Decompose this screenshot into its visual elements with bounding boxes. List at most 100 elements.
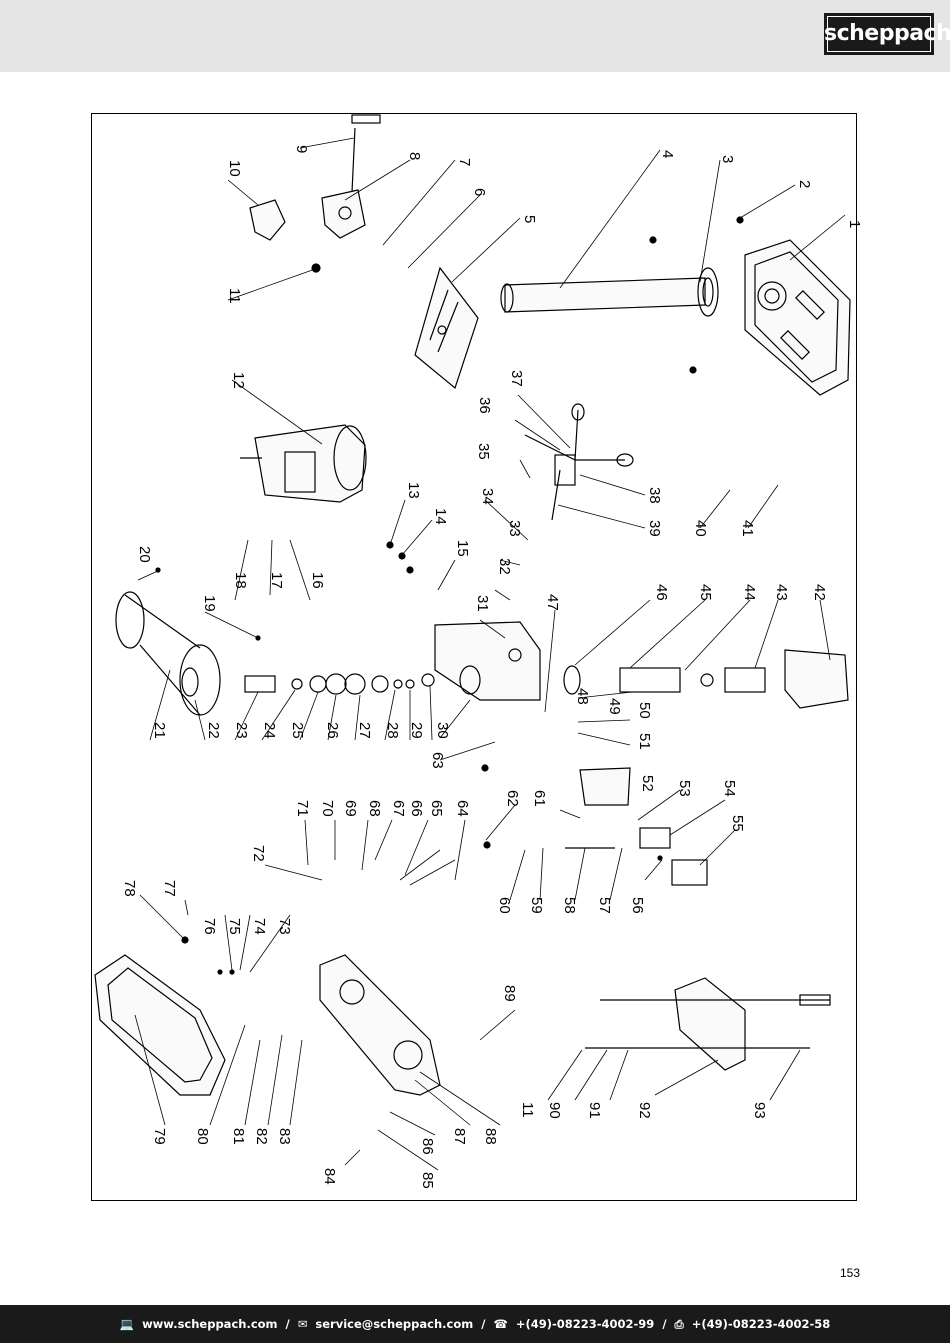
- part-label: 21: [151, 722, 168, 739]
- part-label: 26: [324, 722, 341, 739]
- spindle-parts-row: [244, 673, 435, 695]
- part-label: 25: [289, 722, 306, 739]
- part-label: 52: [639, 775, 656, 792]
- part-label: 84: [321, 1168, 338, 1185]
- email-icon: ✉: [297, 1317, 308, 1331]
- part-label: 85: [419, 1172, 436, 1189]
- part-label: 68: [366, 800, 383, 817]
- part-label: 10: [226, 160, 243, 177]
- diagram-frame: [91, 113, 857, 1201]
- guard-base-part: [319, 954, 441, 1096]
- quill-parts-row: [563, 649, 849, 709]
- part-label: 64: [454, 800, 471, 817]
- part-label: 48: [574, 688, 591, 705]
- column-base-part: [744, 239, 851, 396]
- part-label: 88: [482, 1128, 499, 1145]
- switch-box-part: [579, 767, 631, 806]
- footer-bar: 💻 www.scheppach.com / ✉ service@scheppac…: [0, 1305, 950, 1343]
- part-label: 90: [546, 1102, 563, 1119]
- part-label: 5: [521, 215, 538, 223]
- part-label: 86: [419, 1138, 436, 1155]
- computer-icon: 💻: [119, 1317, 135, 1331]
- part-label: 69: [342, 800, 359, 817]
- part-label: 14: [432, 508, 449, 525]
- part-label: 32: [496, 558, 513, 575]
- part-label: 28: [384, 722, 401, 739]
- part-label: 93: [751, 1102, 768, 1119]
- part-label: 3: [719, 155, 736, 163]
- part-label: 75: [226, 918, 243, 935]
- belt-guard-part: [94, 954, 226, 1096]
- table-bracket-part: [321, 114, 381, 239]
- part-label: 83: [276, 1128, 293, 1145]
- part-label: 61: [531, 790, 548, 807]
- part-label: 77: [161, 880, 178, 897]
- part-label: 13: [405, 482, 422, 499]
- header-bar: scheppach: [0, 0, 950, 72]
- part-label: 44: [741, 584, 758, 601]
- part-label: 71: [294, 800, 311, 817]
- part-label: 16: [309, 572, 326, 589]
- page-number: 153: [839, 1266, 860, 1280]
- website-link[interactable]: www.scheppach.com: [142, 1317, 278, 1331]
- phone-icon: ☎: [493, 1317, 508, 1331]
- part-label: 42: [811, 584, 828, 601]
- pulley-belt-part: [115, 591, 221, 716]
- part-label: 58: [561, 897, 578, 914]
- part-label: 67: [390, 800, 407, 817]
- part-label: 87: [451, 1128, 468, 1145]
- part-label: 81: [230, 1128, 247, 1145]
- part-label: 12: [230, 372, 247, 389]
- phone-number: +(49)-08223-4002-99: [515, 1317, 655, 1331]
- part-label: 72: [250, 845, 267, 862]
- part-label: 49: [606, 698, 623, 715]
- email-link[interactable]: service@scheppach.com: [315, 1317, 474, 1331]
- part-label: 11: [519, 1102, 536, 1118]
- part-label: 89: [501, 985, 518, 1002]
- part-label: 80: [194, 1128, 211, 1145]
- part-label: 78: [121, 880, 138, 897]
- part-label: 79: [151, 1128, 168, 1145]
- part-label: 55: [729, 815, 746, 832]
- part-label: 24: [261, 722, 278, 739]
- part-label: 73: [276, 918, 293, 935]
- part-label: 7: [456, 158, 473, 166]
- fax-number: +(49)-08223-4002-58: [691, 1317, 831, 1331]
- feed-handle-part: [524, 403, 634, 521]
- part-label: 30: [434, 722, 451, 739]
- part-label: 74: [251, 918, 268, 935]
- part-label: 62: [504, 790, 521, 807]
- part-label: 70: [319, 800, 336, 817]
- part-label: 91: [586, 1102, 603, 1119]
- part-label: 76: [201, 918, 218, 935]
- part-label: 18: [232, 572, 249, 589]
- part-label: 40: [692, 520, 709, 537]
- footer-separator: /: [285, 1317, 290, 1331]
- part-label: 22: [205, 722, 222, 739]
- part-label: 82: [253, 1128, 270, 1145]
- switch-part: [671, 859, 708, 886]
- table-part: [414, 266, 479, 390]
- column-part: [500, 267, 719, 317]
- footer-separator: /: [481, 1317, 486, 1331]
- part-label: 46: [653, 584, 670, 601]
- part-label: 6: [471, 188, 488, 196]
- part-label: 63: [429, 752, 446, 769]
- part-label: 92: [636, 1102, 653, 1119]
- part-label: 19: [201, 595, 218, 612]
- part-label: 11: [226, 288, 243, 304]
- part-label: 37: [508, 370, 525, 387]
- fax-icon: ⎙: [674, 1317, 684, 1331]
- motor-part: [240, 424, 367, 503]
- part-label: 33: [506, 520, 523, 537]
- part-label: 1: [846, 220, 863, 228]
- scheppach-logo: scheppach: [824, 13, 950, 55]
- part-label: 57: [596, 897, 613, 914]
- part-label: 41: [739, 520, 756, 537]
- part-label: 66: [408, 800, 425, 817]
- vise-part: [585, 977, 831, 1071]
- part-label: 53: [676, 780, 693, 797]
- part-label: 23: [233, 722, 250, 739]
- part-label: 34: [479, 488, 496, 505]
